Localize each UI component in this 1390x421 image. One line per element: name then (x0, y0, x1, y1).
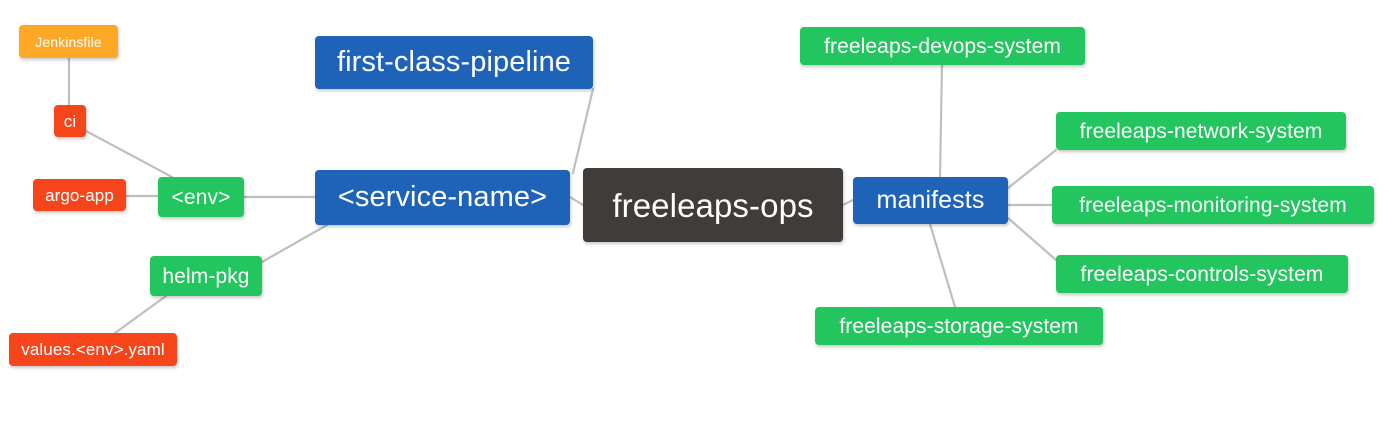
node-label-freeleaps-devops-system: freeleaps-devops-system (824, 34, 1061, 58)
node-freeleaps-storage-system[interactable]: freeleaps-storage-system (815, 307, 1103, 345)
node-env[interactable]: <env> (158, 177, 244, 217)
node-freeleaps-ops[interactable]: freeleaps-ops (583, 168, 843, 242)
edge-manifests-to-freeleaps-controls-system (1006, 216, 1058, 262)
edge-freeleaps-ops-to-service-name (568, 195, 585, 207)
node-ci[interactable]: ci (54, 105, 86, 137)
node-jenkinsfile[interactable]: Jenkinsfile (19, 25, 118, 58)
node-freeleaps-devops-system[interactable]: freeleaps-devops-system (800, 27, 1085, 65)
node-freeleaps-controls-system[interactable]: freeleaps-controls-system (1056, 255, 1348, 293)
edge-freeleaps-ops-to-manifests (841, 198, 855, 207)
node-label-jenkinsfile: Jenkinsfile (35, 33, 102, 50)
edge-env-to-ci (84, 129, 174, 179)
edge-manifests-to-freeleaps-storage-system (928, 222, 957, 309)
edge-service-name-to-first-class-pipeline (571, 87, 595, 175)
node-label-freeleaps-monitoring-system: freeleaps-monitoring-system (1079, 193, 1347, 217)
node-argo-app[interactable]: argo-app (33, 179, 126, 211)
node-label-first-class-pipeline: first-class-pipeline (336, 46, 572, 78)
node-freeleaps-network-system[interactable]: freeleaps-network-system (1056, 112, 1346, 150)
edge-manifests-to-freeleaps-devops-system (938, 63, 944, 179)
edge-service-name-to-helm-pkg (260, 223, 329, 264)
edge-manifests-to-freeleaps-network-system (1006, 148, 1058, 190)
node-label-freeleaps-network-system: freeleaps-network-system (1079, 119, 1323, 143)
node-label-freeleaps-ops: freeleaps-ops (612, 186, 814, 224)
node-freeleaps-monitoring-system[interactable]: freeleaps-monitoring-system (1052, 186, 1374, 224)
node-label-service-name: <service-name> (337, 181, 548, 213)
node-helm-pkg[interactable]: helm-pkg (150, 256, 262, 296)
node-label-manifests: manifests (876, 186, 985, 214)
node-values-env-yaml[interactable]: values.<env>.yaml (9, 333, 177, 366)
node-label-argo-app: argo-app (45, 185, 114, 205)
node-label-helm-pkg: helm-pkg (162, 264, 250, 288)
node-label-freeleaps-controls-system: freeleaps-controls-system (1080, 262, 1324, 286)
node-service-name[interactable]: <service-name> (315, 170, 570, 225)
edge-helm-pkg-to-values-env-yaml (113, 294, 168, 335)
node-label-values-env-yaml: values.<env>.yaml (21, 340, 165, 359)
node-label-freeleaps-storage-system: freeleaps-storage-system (839, 314, 1079, 338)
node-label-ci: ci (63, 111, 77, 131)
node-label-env: <env> (171, 185, 231, 209)
node-manifests[interactable]: manifests (853, 177, 1008, 224)
node-first-class-pipeline[interactable]: first-class-pipeline (315, 36, 593, 89)
